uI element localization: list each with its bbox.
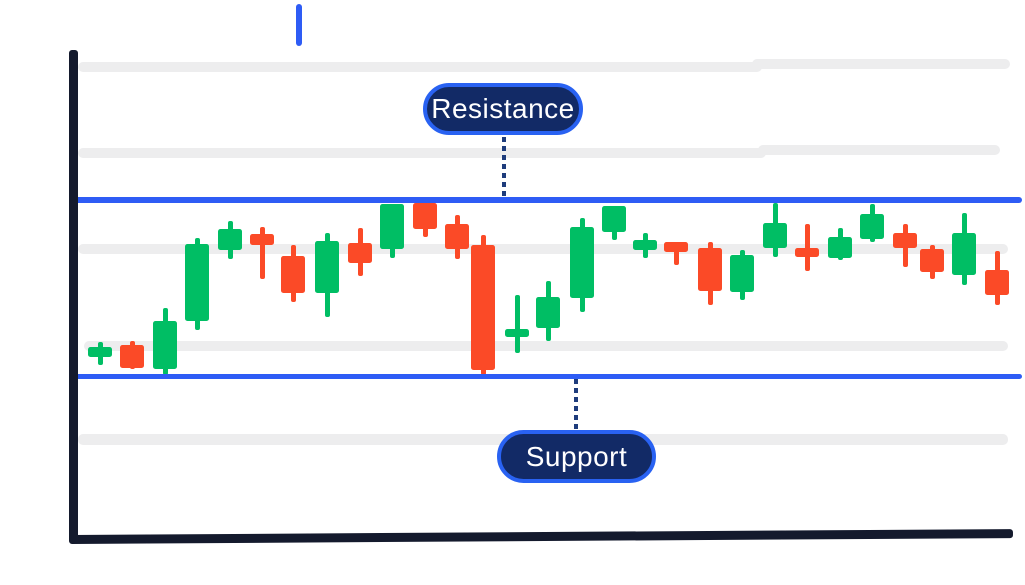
candle-body-up (952, 232, 976, 275)
candle-body-down (795, 248, 819, 258)
candle-body-up (218, 229, 242, 250)
gridline-2-left (78, 148, 766, 158)
candle-body-down (698, 248, 722, 291)
support-label-text: Support (525, 440, 628, 472)
candle-body-up (602, 205, 626, 233)
gridline-4 (84, 341, 1008, 351)
candle-body-down (893, 232, 917, 249)
candle-body-down (985, 270, 1009, 296)
top-tick-mark (296, 4, 302, 46)
candle-body-up (380, 204, 404, 249)
resistance-label-pill[interactable]: Resistance (423, 83, 583, 135)
candle-body-down (348, 242, 372, 263)
candle-body-up (536, 296, 560, 328)
y-axis (69, 50, 78, 543)
candle-wick (514, 295, 520, 353)
candle-body-up (185, 244, 209, 321)
support-line (70, 373, 1022, 379)
gridline-2-right (758, 145, 1000, 155)
candle-wick (804, 223, 810, 271)
candle-body-up (633, 239, 657, 250)
candle-body-down (413, 202, 437, 230)
candle-body-down (120, 345, 144, 369)
support-label-pill[interactable]: Support (497, 430, 656, 483)
support-connector-dotted-line (573, 379, 578, 431)
candle-wick (673, 242, 679, 265)
resistance-line (70, 197, 1022, 203)
candle-body-up (153, 320, 177, 369)
gridline-3 (78, 244, 1008, 254)
candle-body-up (730, 254, 754, 293)
candle-body-down (471, 245, 495, 370)
candle-body-up (315, 241, 339, 293)
candle-body-up (570, 226, 594, 299)
candle-body-down (664, 242, 688, 252)
candle-body-down (920, 248, 944, 272)
candle-body-down (281, 255, 305, 293)
resistance-connector-dotted-line (501, 137, 506, 199)
gridline-1-left (78, 62, 762, 72)
resistance-label-text: Resistance (431, 93, 575, 124)
gridline-1-right (752, 59, 1010, 69)
candle-body-up (88, 346, 112, 357)
candle-body-up (763, 223, 787, 249)
candle-body-up (505, 329, 529, 337)
candle-body-up (860, 214, 884, 240)
candle-body-down (250, 233, 274, 246)
candle-body-up (828, 236, 852, 259)
candle-body-down (445, 223, 469, 249)
candle-wick (259, 226, 265, 280)
